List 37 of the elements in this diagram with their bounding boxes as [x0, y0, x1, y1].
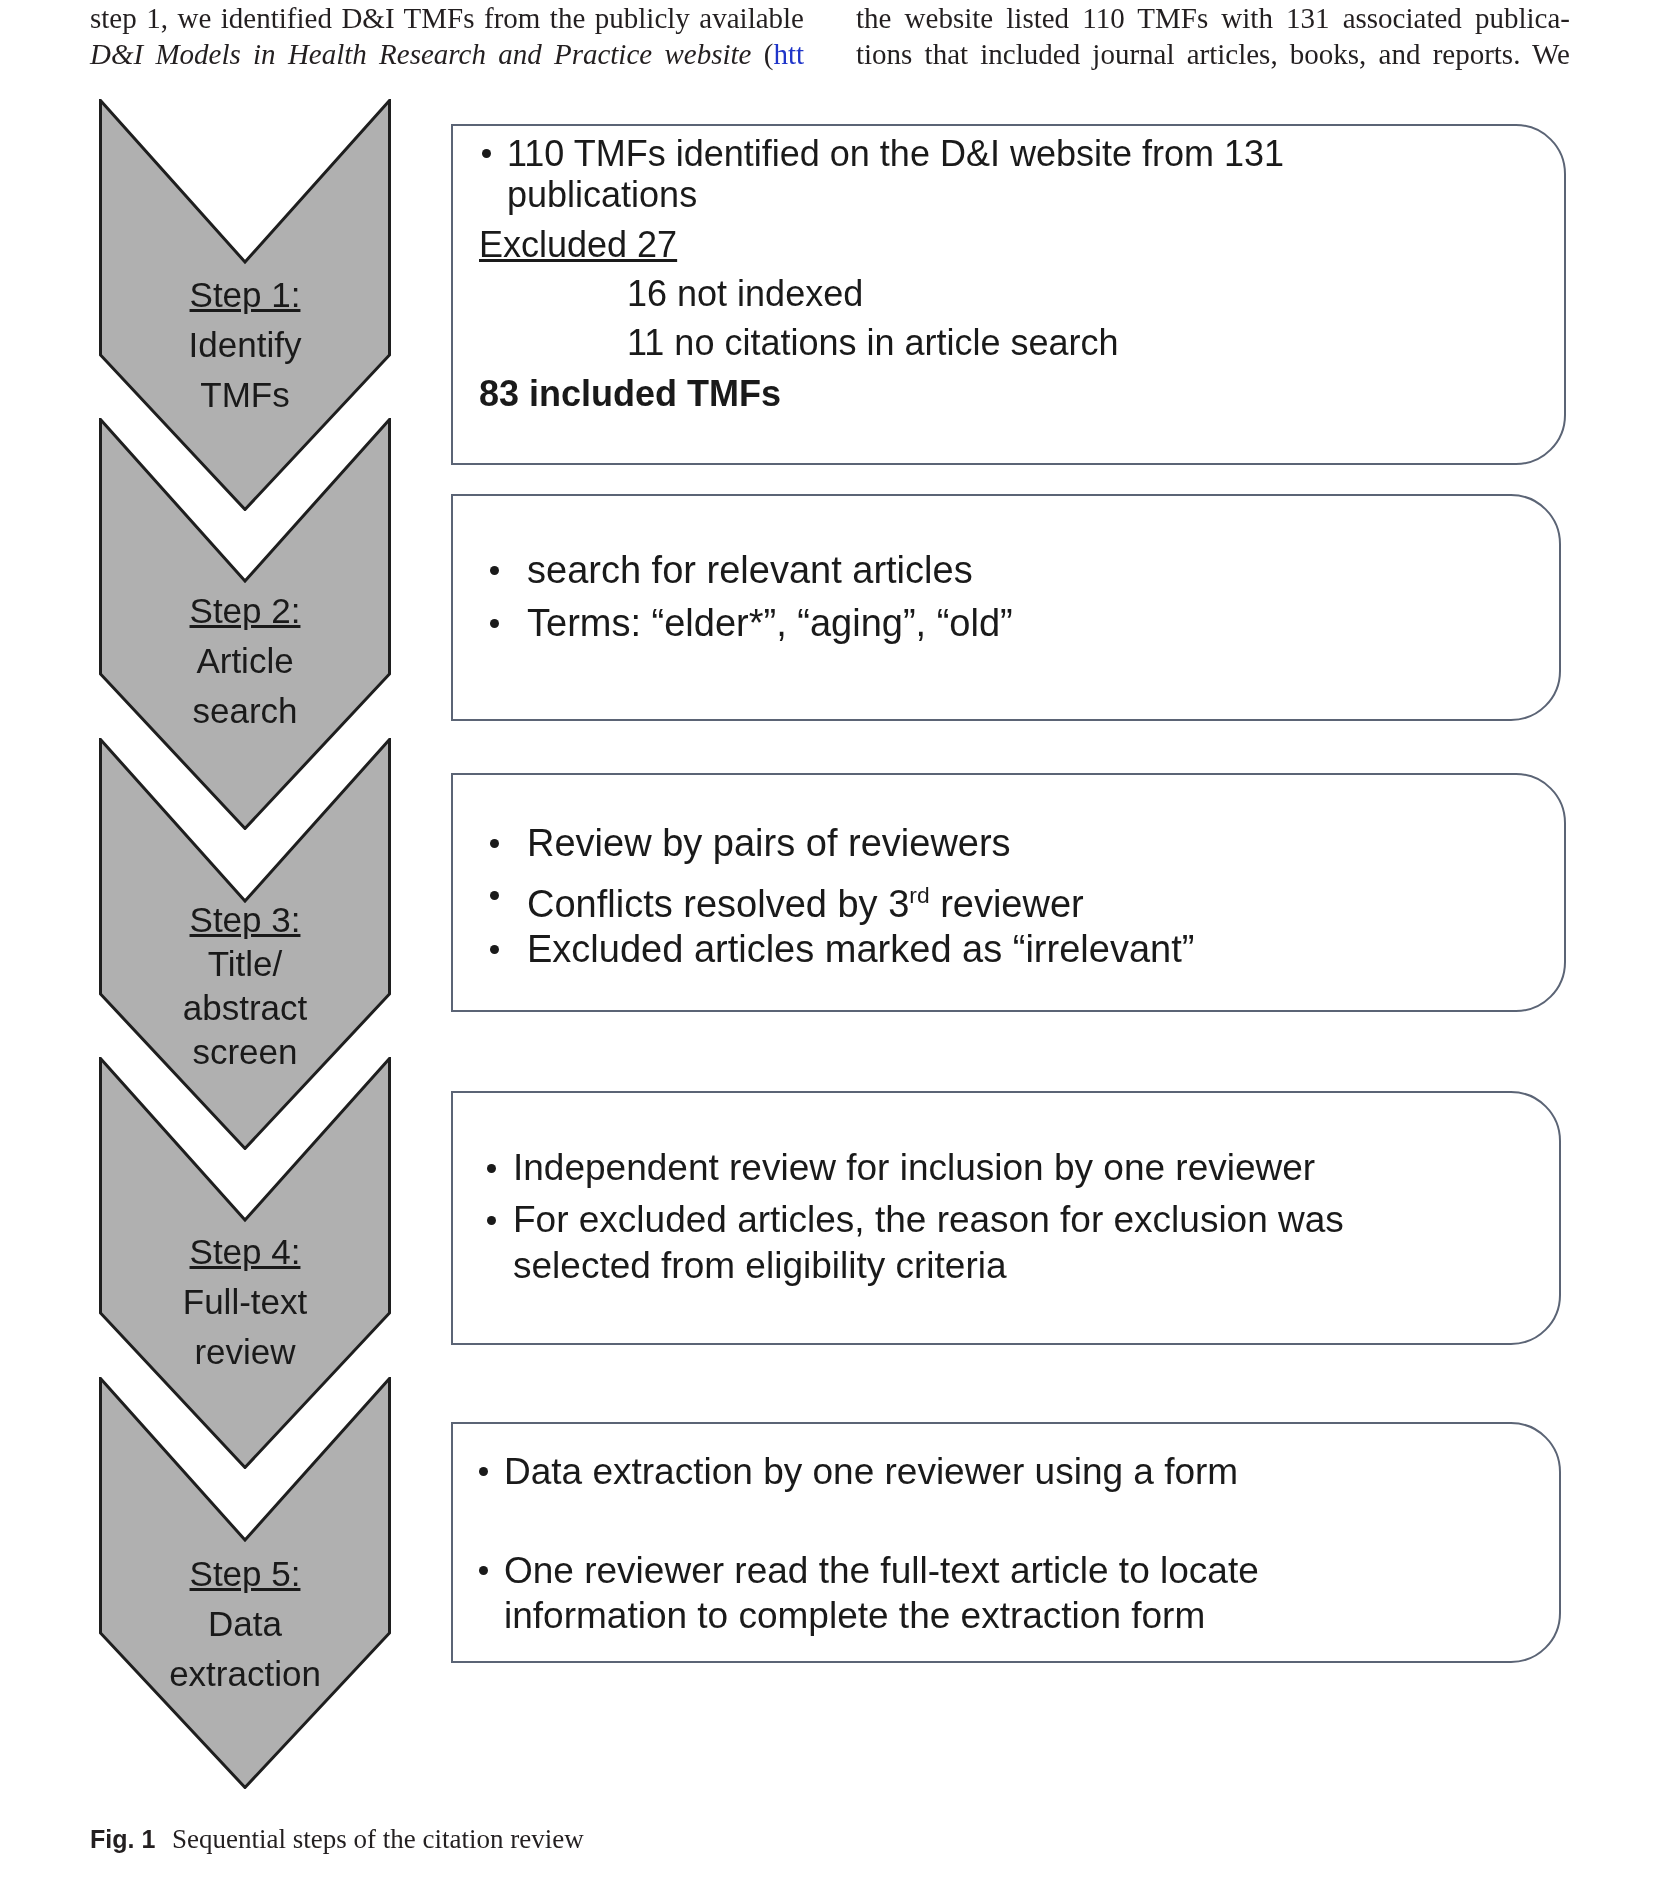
bullet-point-text: Independent review for inclusion by one reviewer [513, 1146, 1317, 1190]
bullet-point-text: One reviewer read the full-text article to locate information to complete the extraction form [504, 1549, 1260, 1638]
bullet-point-text: search for relevant articles [527, 548, 974, 593]
bullet-point-text: Conflicts resolved by 3$^{rd}$ reviewer [527, 881, 1085, 927]
step-title: Step 4: [188, 1231, 302, 1274]
details-panel [451, 1091, 1561, 1345]
step-name: Data extraction [168, 1602, 322, 1695]
step-name: Article search [191, 640, 299, 733]
step-name: Title/ abstract screen [181, 942, 309, 1073]
link: htt [773, 38, 804, 70]
bullet-point-text: Data extraction by one reviewer using a form [504, 1450, 1240, 1494]
section-heading: Excluded 27 [479, 224, 679, 265]
process-step [99, 418, 391, 831]
details-panel [451, 1422, 1561, 1663]
bullet-point-text: For excluded articles, the reason for exclusion was selected from eligibility criteria [513, 1198, 1345, 1288]
body-paragraph: step 1, we identified D&I TMFs from the publicly available D&I Models in Health Research and Practice website (htt [90, 1, 804, 72]
summary-text: 83 included TMFs [479, 373, 783, 414]
body-paragraph: the website listed 110 TMFs with 131 associated publica- tions that included journal articles, books, and reports. We [856, 1, 1570, 72]
bullet-point-text: Review by pairs of reviewers [527, 821, 1012, 866]
step-title: Step 3: [188, 898, 302, 941]
step-title: Step 1: [188, 274, 302, 316]
step-name: Full-text review [181, 1281, 309, 1374]
figure-caption: Fig. 1 Sequential steps of the citation review [90, 1823, 584, 1856]
bullet-point-text: Terms: “elder*”, “aging”, “old” [527, 601, 1014, 646]
indented-text: 16 not indexed [627, 273, 865, 314]
step-name: Identify TMFs [187, 324, 303, 416]
process-step [99, 1376, 391, 1789]
process-step [99, 99, 391, 511]
details-panel [451, 124, 1566, 465]
details-panel [451, 773, 1566, 1012]
step-title: Step 2: [188, 590, 302, 633]
process-step [99, 737, 391, 1150]
step-title: Step 5: [188, 1552, 302, 1595]
indented-text: 11 no citations in article search [627, 322, 1120, 363]
bullet-point-text: 110 TMFs identified on the D&I website from 131 publications [507, 133, 1286, 215]
bullet-point-text: Excluded articles marked as “irrelevant” [527, 927, 1196, 972]
details-panel [451, 494, 1561, 721]
